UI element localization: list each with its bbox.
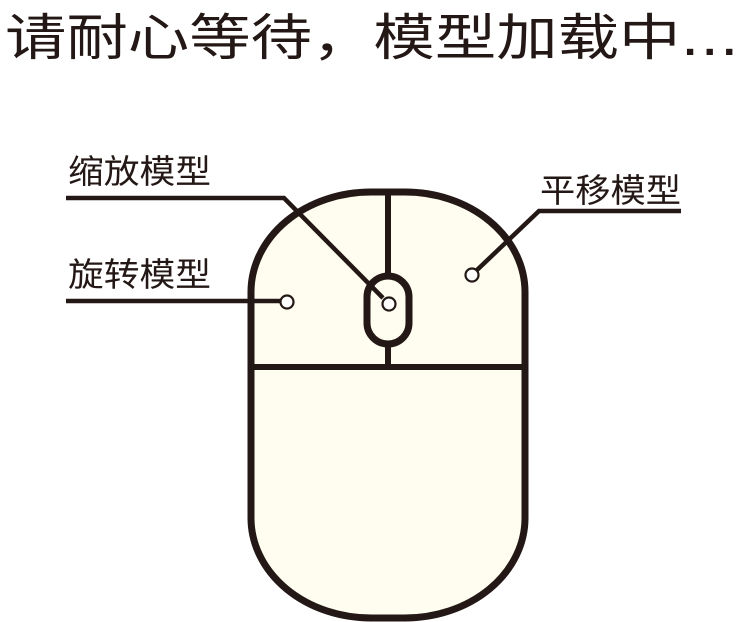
callout-zoom: 缩放模型 [66, 152, 385, 300]
label-rotate-model: 旋转模型 [68, 255, 211, 294]
mouse-icon [247, 188, 529, 622]
right-button-dot [464, 267, 480, 283]
mouse-body [247, 188, 529, 622]
scroll-wheel-dot [381, 296, 397, 312]
callout-rotate: 旋转模型 [66, 255, 281, 304]
label-zoom-model: 缩放模型 [68, 152, 211, 191]
leader-line-pan [475, 208, 681, 272]
callout-pan: 平移模型 [475, 171, 681, 272]
left-button-dot [279, 294, 295, 310]
label-pan-model: 平移模型 [540, 171, 681, 210]
leader-line-zoom [66, 195, 385, 300]
loading-message: 请耐心等待，模型加载中... [5, 9, 739, 67]
